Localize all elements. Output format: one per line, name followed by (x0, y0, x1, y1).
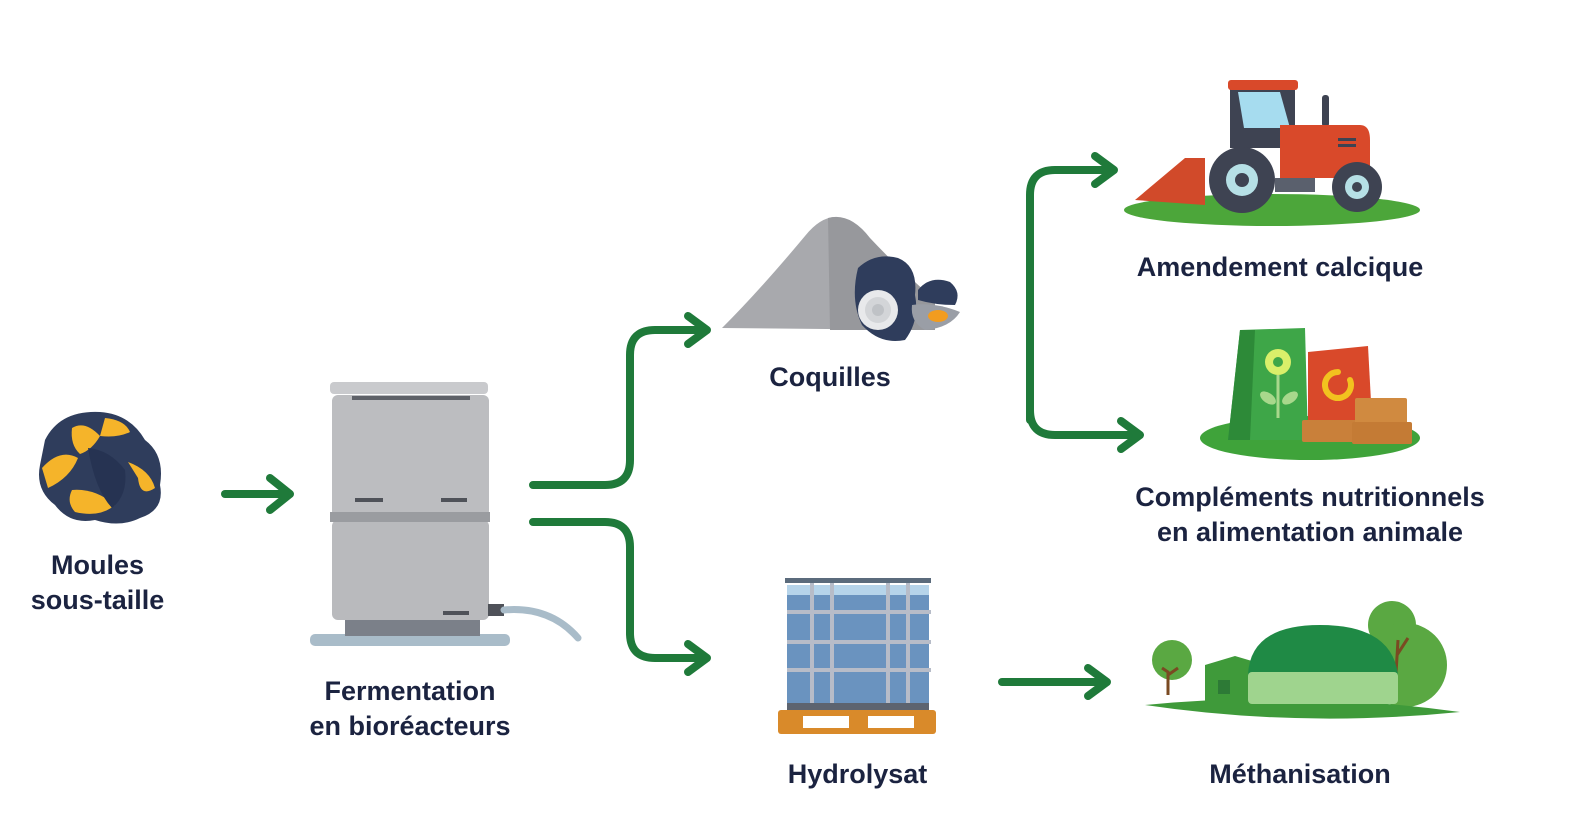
feed-bags-icon (1200, 328, 1420, 460)
ibc-tank-icon (778, 578, 936, 734)
node-label: Compléments nutritionnels (1135, 482, 1485, 512)
node-label: en bioréacteurs (309, 711, 511, 741)
node-label: Coquilles (769, 362, 891, 392)
node-moules: Moules sous-taille (10, 548, 185, 618)
node-coquilles: Coquilles (740, 360, 920, 395)
mussels-icon (39, 411, 161, 524)
node-label: en alimentation animale (1156, 517, 1464, 547)
node-amendement: Amendement calcique (1110, 250, 1450, 285)
node-methanisation: Méthanisation (1180, 757, 1420, 792)
node-complements: Compléments nutritionnels en alimentatio… (1110, 480, 1510, 550)
node-hydrolysat: Hydrolysat (760, 757, 955, 792)
bioreactor-icon (310, 382, 582, 646)
node-label: Méthanisation (1209, 759, 1391, 789)
node-label: Fermentation (324, 676, 496, 706)
arrow-hydrolysat-to-methanisation (998, 664, 1111, 700)
shell-pile-icon (722, 216, 960, 341)
arrow-fermentation-to-coquilles (529, 312, 711, 489)
tractor-icon (1124, 80, 1420, 226)
arrow-fermentation-to-hydrolysat (529, 518, 711, 676)
arrow-coquilles-to-amendement (1026, 152, 1118, 424)
node-fermentation: Fermentation en bioréacteurs (290, 674, 530, 744)
node-label: sous-taille (30, 585, 165, 615)
node-label: Amendement calcique (1136, 252, 1424, 282)
biogas-dome-icon (1145, 601, 1460, 719)
arrow-coquilles-to-complements (1026, 296, 1144, 453)
arrow-moules-to-fermentation (221, 474, 294, 514)
node-label: Hydrolysat (787, 759, 928, 789)
node-label: Moules (50, 550, 144, 580)
